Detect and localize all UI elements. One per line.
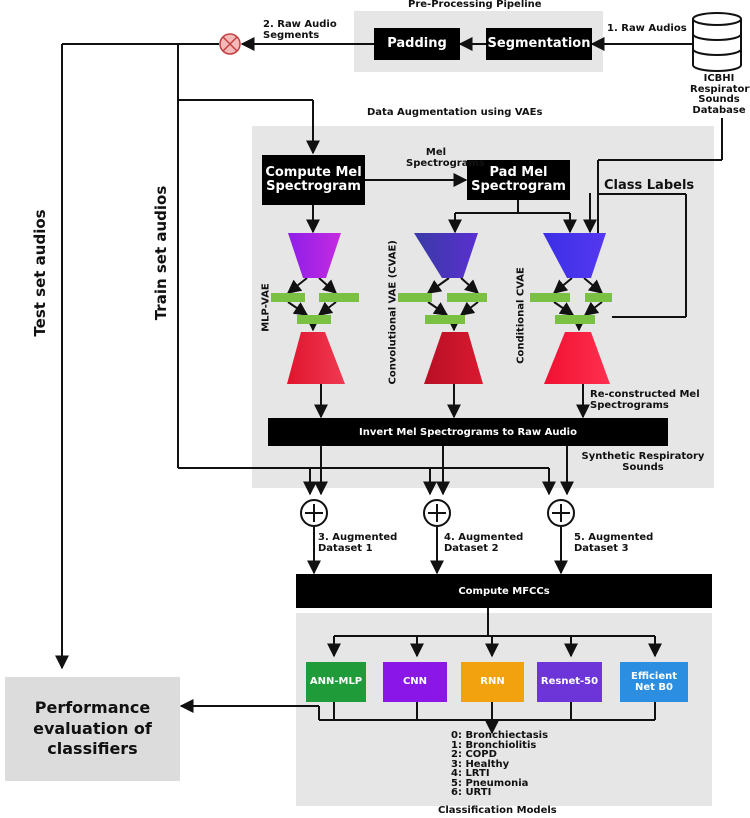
classifier-ann-mlp: ANN-MLP xyxy=(306,662,366,702)
class-item: 0: Bronchiectasis xyxy=(451,730,549,741)
class-item: 4: LRTI xyxy=(451,768,490,779)
classes-list: 0: Bronchiectasis 1: Bronchiolitis 2: CO… xyxy=(451,731,548,798)
performance-box-bg xyxy=(5,677,180,781)
augmentation-title: Data Augmentation using VAEs xyxy=(367,107,543,118)
classifier-efficientnet-b0: Efficient Net B0 xyxy=(620,662,688,702)
raw-audios-label: 1. Raw Audios xyxy=(607,23,687,34)
classifier-resnet50: Resnet-50 xyxy=(537,662,602,702)
synthetic-label: Synthetic Respiratory Sounds xyxy=(581,451,705,473)
database-icon xyxy=(692,12,742,72)
mel-spectrograms-label: Mel Spectrograms xyxy=(406,147,485,169)
vae1-label: MLP-VAE xyxy=(260,283,272,332)
class-item: 3: Healthy xyxy=(451,758,510,770)
class-item: 2: COPD xyxy=(451,749,497,760)
conditional-cvae-model xyxy=(530,233,612,384)
classification-panel xyxy=(296,613,712,806)
multiply-icon xyxy=(219,33,241,55)
padding-box: Padding xyxy=(374,28,460,60)
raw-segments-label: 2. Raw Audio Segments xyxy=(263,19,337,41)
classification-title: Classification Models xyxy=(438,805,557,816)
dataset1-label: 3. Augmented Dataset 1 xyxy=(318,532,398,554)
sum-icons xyxy=(300,499,575,527)
vae3-label: Conditional CVAE xyxy=(515,267,527,364)
classifier-cnn: CNN xyxy=(383,662,447,702)
segmentation-box: Segmentation xyxy=(486,28,592,60)
class-item: 1: Bronchiolitis xyxy=(451,739,537,751)
class-item: 5: Pneumonia xyxy=(451,777,529,789)
database-label: ICBHI Respiratory Sounds Database xyxy=(690,73,750,116)
performance-box: Performance evaluation of classifiers xyxy=(33,697,152,759)
cvae-model xyxy=(398,233,487,384)
invert-box: Invert Mel Spectrograms to Raw Audio xyxy=(268,418,668,446)
dataset2-label: 4. Augmented Dataset 2 xyxy=(444,532,524,554)
reconstructed-label: Re-constructed Mel Spectrograms xyxy=(590,389,700,411)
vae2-label: Convolutional VAE (CVAE) xyxy=(387,240,399,385)
test-set-label: Test set audios xyxy=(31,209,49,337)
train-set-label: Train set audios xyxy=(152,185,170,321)
class-item: 6: URTI xyxy=(451,787,492,798)
class-labels-label: Class Labels xyxy=(604,178,695,193)
classifier-rnn: RNN xyxy=(461,662,524,702)
mfcc-box: Compute MFCCs xyxy=(296,574,712,608)
dataset3-label: 5. Augmented Dataset 3 xyxy=(574,532,654,554)
mlp-vae-model xyxy=(271,233,359,384)
connectors xyxy=(55,37,723,735)
preprocessing-title: Pre-Processing Pipeline xyxy=(408,0,542,10)
compute-mel-box: Compute Mel Spectrogram xyxy=(262,155,365,205)
pad-mel-box: Pad Mel Spectrogram xyxy=(467,160,570,200)
